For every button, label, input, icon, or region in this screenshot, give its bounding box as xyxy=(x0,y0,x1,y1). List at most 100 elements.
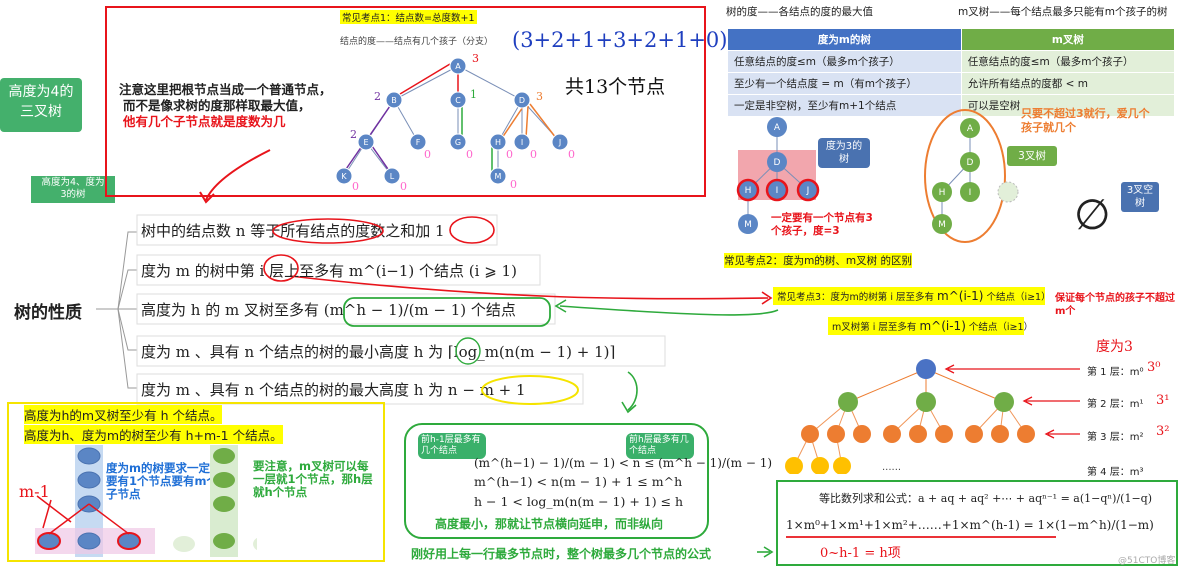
geometric-underlines xyxy=(786,536,1056,538)
deg-k: 0 xyxy=(352,180,359,193)
t1-node-h: H xyxy=(745,186,752,196)
node-h-label: H xyxy=(495,138,501,147)
t1-node-i: I xyxy=(776,186,779,196)
node-m-label: M xyxy=(495,172,502,181)
table-header-m-ary: m叉树 xyxy=(960,28,1176,51)
table-cell: 允许所有结点的度都 < m xyxy=(960,72,1176,95)
degree3-tree: A D H I J M xyxy=(736,117,820,234)
deg-b: 2 xyxy=(374,90,381,103)
t1-node-m: M xyxy=(744,220,752,230)
tree-degree-definition: 树的度——各结点的度的最大值 xyxy=(726,6,873,18)
node-e xyxy=(357,133,375,151)
exam-point-2: 常见考点2：度为m的树、m叉树 的区别 xyxy=(724,253,912,268)
handwritten-sum: (3+2+1+3+2+1+0)+1 xyxy=(512,28,759,52)
badge-text: 高度为4的三叉树 xyxy=(8,84,74,120)
height4-ternary-badge: 高度为4的三叉树 xyxy=(0,78,82,132)
inequality-3: h − 1 < log_m(n(m − 1) + 1) ≤ h xyxy=(474,494,684,509)
geometric-hand-line: 1×m⁰+1×m¹+1×m²+……+1×m^(h-1) = 1×(1−m^h)/… xyxy=(786,518,1154,532)
node-h xyxy=(489,133,507,151)
deg-c: 1 xyxy=(470,88,477,101)
level-1-label: 第 1 层：m⁰ xyxy=(1087,367,1144,378)
ternary-badge: 3叉树 xyxy=(1007,146,1057,166)
ep3-l1-post: 个结点（i≥1） xyxy=(986,292,1051,303)
min-nodes-panel xyxy=(7,402,385,562)
t2-node-m: M xyxy=(938,220,946,230)
empty-set-symbol: ∅ xyxy=(1074,190,1111,239)
node-f xyxy=(409,133,427,151)
node-l xyxy=(383,167,401,185)
node-a-label: A xyxy=(455,62,461,71)
level-2-hand: 3¹ xyxy=(1156,393,1170,408)
m-ary-definition: m叉树——每个结点最多只能有m个孩子的树 xyxy=(958,6,1168,18)
node-j xyxy=(551,133,569,151)
geometric-formula: 等比数列求和公式：a + aq + aq² +⋯ + aqⁿ⁻¹ = a(1−q… xyxy=(819,492,1152,505)
deg-i: 0 xyxy=(530,148,537,161)
table-cell: 任意结点的度≤m（最多m个孩子） xyxy=(727,50,962,73)
deg-g: 0 xyxy=(466,148,473,161)
note-line-1: 注意这里把根节点当成一个普通节点， xyxy=(119,82,332,97)
level-3-label: 第 3 层：m² xyxy=(1087,432,1144,443)
min-height-caption: 高度最小，那就让节点横向延申，而非纵向 xyxy=(435,517,664,531)
property-5: 度为 m 、具有 n 个结点的树的最大高度 h 为 n − m + 1 xyxy=(141,381,526,399)
ep3-side-note: 保证每个节点的孩子不超过m个 xyxy=(1055,293,1175,317)
node-c-label: C xyxy=(455,96,461,105)
table-cell: 一定是非空树，至少有m+1个结点 xyxy=(727,94,962,117)
level-1-hand: 3⁰ xyxy=(1147,360,1161,375)
t2-node-a: A xyxy=(967,124,974,134)
property-3: 高度为 h 的 m 叉树至多有 (m^h − 1)/(m − 1) 个结点 xyxy=(141,301,516,319)
deg-e: 2 xyxy=(350,128,357,141)
ep3-l1-pre: 常见考点3：度为m的树第 i 层至多有 xyxy=(777,292,934,303)
node-j-label: J xyxy=(558,138,561,147)
ep3-l1-pow: m^(i-1) xyxy=(937,289,984,303)
deg-d: 3 xyxy=(536,90,543,103)
ternary-tree: A D H I M xyxy=(924,109,1019,243)
level-4-label: 第 4 层：m³ xyxy=(1087,467,1144,478)
badge-small-text: 高度为4、度为3的树 xyxy=(41,177,105,200)
height4-degree3-badge: 高度为4、度为3的树 xyxy=(31,176,115,203)
table-header-degree-m: 度为m的树 xyxy=(727,28,962,51)
min-height-panel xyxy=(404,423,709,539)
level-3-hand: 3² xyxy=(1156,424,1170,439)
m-ary-note: 要注意，m叉树可以每一层就1个节点，那h层就h个节点 xyxy=(253,459,373,499)
node-k xyxy=(335,167,353,185)
node-d-label: D xyxy=(519,96,525,105)
ep3-l2-pow: m^(i-1) xyxy=(919,319,966,333)
min-nodes-line-2: 高度为h、度为m的树至少有 h+m-1 个结点。 xyxy=(24,425,283,444)
node-b-label: B xyxy=(391,96,397,105)
deg-h: 0 xyxy=(506,148,513,161)
deg-j: 0 xyxy=(568,148,575,161)
sample-tree: A B C D E F G H I J K L M 3 2 1 3 2 0 0 … xyxy=(335,54,575,193)
note-line-3: 他有几个子节点就是度数为几 xyxy=(123,114,286,129)
min-node-trees xyxy=(35,445,257,557)
node-i xyxy=(513,133,531,151)
geometric-hand-note: 0~h-1 = h项 xyxy=(820,546,901,561)
t1-node-d: D xyxy=(774,158,781,168)
degree3-badge: 度为3的树 xyxy=(818,138,870,168)
t2-node-h: H xyxy=(939,188,946,198)
watermark: @51CTO博客 xyxy=(1118,556,1176,566)
node-d xyxy=(513,91,531,109)
min-nodes-line-1: 高度为h的m叉树至少有 h 个结点。 xyxy=(24,405,223,424)
node-m xyxy=(489,167,507,185)
ep3-l2-pre: m叉树第 i 层至多有 xyxy=(832,322,917,333)
tag-first-h-minus-1: 前h-1层最多有几个结点 xyxy=(418,433,486,459)
level-2-label: 第 2 层：m¹ xyxy=(1087,399,1144,410)
table-cell: 可以是空树 xyxy=(960,94,1176,117)
inequality-1: (m^(h−1) − 1)/(m − 1) < n ≤ (m^h − 1)/(m… xyxy=(474,456,773,470)
note-line-2: 而不是像求树的度那样取最大值， xyxy=(123,98,311,113)
table-cell: 任意结点的度≤m（最多m个孩子） xyxy=(960,50,1176,73)
tag-first-h: 前h层最多有几个结点 xyxy=(626,433,694,459)
handwritten-total: 共13个节点 xyxy=(565,76,666,98)
t2-node-i: I xyxy=(969,188,972,198)
t1-node-a: A xyxy=(774,123,781,133)
exam-point-3-line-1: 常见考点3：度为m的树第 i 层至多有 m^(i-1) 个结点（i≥1） xyxy=(773,287,1051,305)
t2-node-d: D xyxy=(967,158,974,168)
node-i-label: I xyxy=(521,138,523,147)
exam-point-3-line-2: m叉树第 i 层至多有 m^(i-1) 个结点（i≥1） xyxy=(828,317,1033,335)
node-l-label: L xyxy=(390,172,395,181)
geometric-series-panel xyxy=(776,480,1178,566)
tree-properties-title: 树的性质 xyxy=(14,303,82,323)
node-e-label: E xyxy=(363,138,368,147)
property-1: 树中的结点数 n 等于所有结点的度数之和加 1 xyxy=(141,222,445,240)
